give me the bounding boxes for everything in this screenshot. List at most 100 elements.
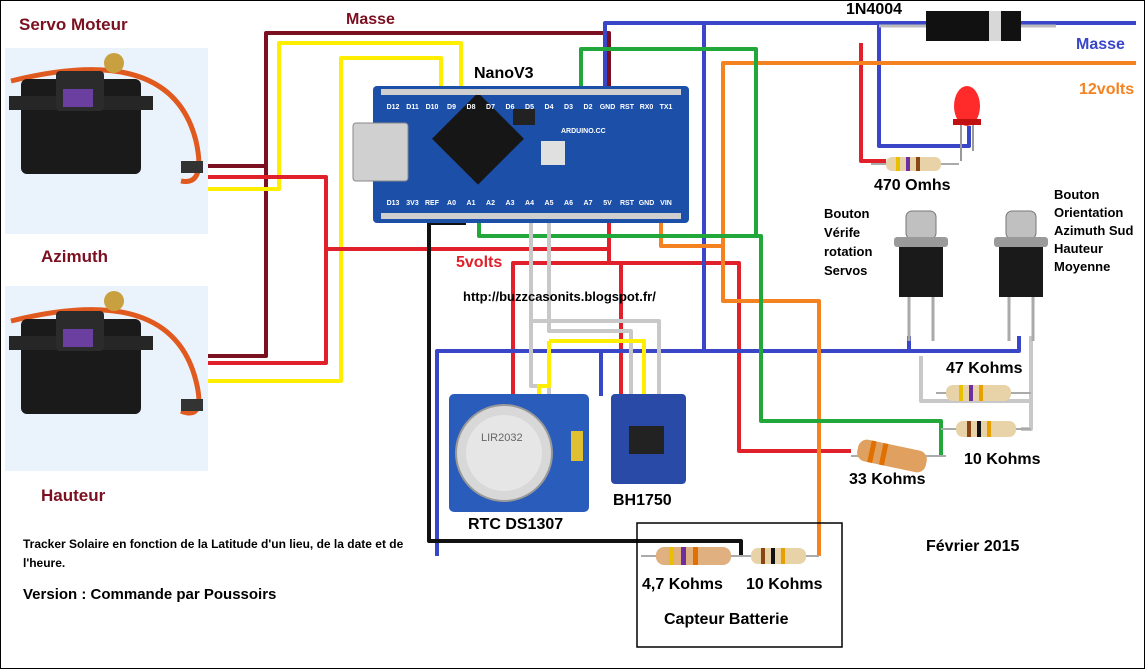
pin-top-d11: D11 <box>406 104 419 111</box>
label-12volts: 12volts <box>1079 81 1135 98</box>
label-r47k: 47 Kohms <box>946 360 1023 377</box>
pin-bottom-3v3: 3V3 <box>406 200 419 207</box>
label-version: Version : Commande par Poussoirs <box>23 586 277 603</box>
pin-bottom-rst: RST <box>620 200 635 207</box>
wire-12v <box>721 61 1136 556</box>
wire-green-d4 <box>579 47 758 236</box>
label-date: Février 2015 <box>926 538 1020 555</box>
rtc-ds1307-module: LIR2032 <box>449 394 589 512</box>
pin-bottom-a4: A4 <box>525 200 534 207</box>
board-brand-text: ARDUINO.CC <box>561 128 606 135</box>
label-azimuth: Azimuth <box>41 247 109 266</box>
push-button-1 <box>894 210 948 341</box>
pin-bottom-a7: A7 <box>584 200 593 207</box>
pin-top-rx0: RX0 <box>640 104 654 111</box>
label-r33k: 33 Kohms <box>849 471 926 488</box>
label-bouton-2-line-2: Orientation <box>1054 205 1124 220</box>
label-masse-right: Masse <box>1076 36 1125 53</box>
bh1750-module <box>611 394 686 484</box>
label-bouton-1-line-4: Servos <box>824 263 868 278</box>
wire-5v-rtc <box>511 249 611 396</box>
label-r10k-b: 10 Kohms <box>746 576 823 593</box>
label-5volts: 5volts <box>456 254 503 271</box>
wire-grey-10k <box>1021 401 1033 431</box>
label-rtc: RTC DS1307 <box>468 516 564 533</box>
pin-top-rst: RST <box>620 104 635 111</box>
label-r470: 470 Omhs <box>874 177 951 194</box>
resistor-470 <box>871 157 959 171</box>
label-r4-7k: 4,7 Kohms <box>642 576 723 593</box>
resistor-10k-b <box>741 548 819 564</box>
pin-bottom-a5: A5 <box>545 200 554 207</box>
pin-bottom-a0: A0 <box>447 200 456 207</box>
wire-yellow-sda <box>549 339 646 396</box>
rtc-battery-text: LIR2032 <box>481 432 523 444</box>
wire-gnd-top <box>603 21 971 148</box>
label-bouton-1-line-3: rotation <box>824 244 873 259</box>
pin-bottom-d13: D13 <box>387 200 400 207</box>
resistor-33k <box>851 439 946 473</box>
pin-top-d3: D3 <box>564 104 573 111</box>
wire-green-btn <box>477 223 943 456</box>
label-bouton-2-line-5: Moyenne <box>1054 259 1111 274</box>
wire-5v-led <box>859 43 886 163</box>
pin-top-gnd: GND <box>600 104 616 111</box>
pin-bottom-vin: VIN <box>660 200 672 207</box>
wire-12v-vin <box>659 223 723 248</box>
label-capteur-batterie: Capteur Batterie <box>664 611 789 628</box>
wire-signal-azimuth <box>208 41 463 191</box>
wire-grey-a4 <box>529 223 661 396</box>
label-bouton-2-line-1: Bouton <box>1054 187 1100 202</box>
diode-1n4004 <box>879 11 1056 41</box>
wire-yellow-rtc <box>537 341 551 396</box>
label-servo-moteur: Servo Moteur <box>19 15 128 34</box>
wire-gnd-main <box>702 23 1021 353</box>
pin-top-d12: D12 <box>387 104 400 111</box>
label-bouton-2-line-4: Hauteur <box>1054 241 1104 256</box>
label-bouton-2-line-3: Azimuth Sud <box>1054 223 1134 238</box>
wire-5v-33k <box>621 261 851 453</box>
servo-hauteur-picture <box>5 286 208 471</box>
pin-top-tx1: TX1 <box>660 104 673 111</box>
pin-bottom-5v: 5V <box>603 200 612 207</box>
pin-bottom-ref: REF <box>425 200 440 207</box>
pin-top-d9: D9 <box>447 104 456 111</box>
label-diode: 1N4004 <box>846 1 903 18</box>
pin-bottom-a3: A3 <box>506 200 515 207</box>
resistor-10k-a <box>941 421 1031 437</box>
pin-bottom-a2: A2 <box>486 200 495 207</box>
label-bouton-2: Bouton Orientation Azimuth Sud Hauteur M… <box>1054 186 1133 276</box>
pin-top-d5: D5 <box>525 104 534 111</box>
pin-top-d4: D4 <box>545 104 554 111</box>
pin-bottom-a6: A6 <box>564 200 573 207</box>
capteur-batterie-box <box>636 522 843 648</box>
label-masse-top: Masse <box>346 11 395 28</box>
push-button-2 <box>994 210 1048 341</box>
label-r10k-a: 10 Kohms <box>964 451 1041 468</box>
wire-grey-a5 <box>547 223 633 396</box>
servo-azimuth-picture <box>5 48 208 234</box>
label-bouton-1-line-2: Vérife <box>824 225 861 240</box>
label-nano: NanoV3 <box>474 65 534 82</box>
label-description: Tracker Solaire en fonction de la Latitu… <box>23 537 404 570</box>
label-url: http://buzzcasonits.blogspot.fr/ <box>463 289 656 304</box>
pin-bottom-a1: A1 <box>467 200 476 207</box>
pin-top-d10: D10 <box>426 104 439 111</box>
resistor-4-7k <box>641 547 741 565</box>
wire-5v-azimuth <box>208 175 328 365</box>
wire-masse-hauteur <box>208 166 268 358</box>
resistor-47k <box>936 385 1031 401</box>
pin-top-d6: D6 <box>506 104 515 111</box>
pin-top-d2: D2 <box>584 104 593 111</box>
pin-top-d7: D7 <box>486 104 495 111</box>
label-hauteur: Hauteur <box>41 486 106 505</box>
pin-top-d8: D8 <box>467 104 476 111</box>
label-bouton-1-line-1: Bouton <box>824 206 870 221</box>
label-bouton-1: Bouton Vérife rotation Servos <box>824 204 872 280</box>
pin-bottom-gnd: GND <box>639 200 655 207</box>
wire-gnd-sensors <box>435 349 704 556</box>
red-led <box>953 86 981 161</box>
